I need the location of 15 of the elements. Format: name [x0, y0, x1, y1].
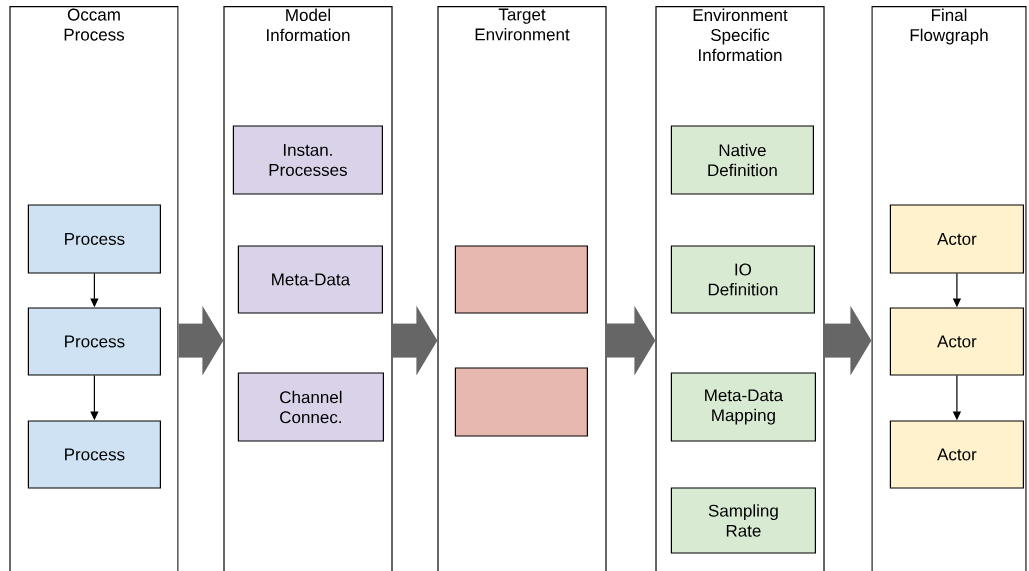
process-box: Actor: [889, 307, 1024, 376]
empty-box: [454, 245, 588, 314]
process-box: Native Definition: [670, 125, 814, 195]
process-box: Actor: [889, 204, 1024, 274]
process-box: Meta-Data Mapping: [670, 372, 816, 442]
process-box: Instan. Processes: [232, 125, 383, 195]
empty-box: [454, 367, 588, 437]
process-box: Actor: [889, 420, 1024, 489]
process-box: Process: [27, 307, 161, 376]
process-box: IO Definition: [670, 245, 815, 314]
process-box: Process: [27, 420, 161, 489]
process-box: Meta-Data: [237, 245, 383, 314]
process-box: Sampling Rate: [670, 487, 816, 554]
process-box: Process: [27, 204, 161, 274]
process-box: Channel Connec.: [237, 372, 384, 442]
